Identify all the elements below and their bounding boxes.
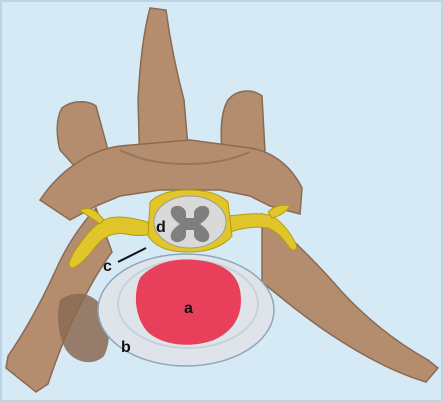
- label-b: b: [121, 339, 131, 356]
- label-c: c: [103, 258, 112, 275]
- label-d: d: [156, 219, 166, 236]
- label-a: a: [184, 300, 193, 317]
